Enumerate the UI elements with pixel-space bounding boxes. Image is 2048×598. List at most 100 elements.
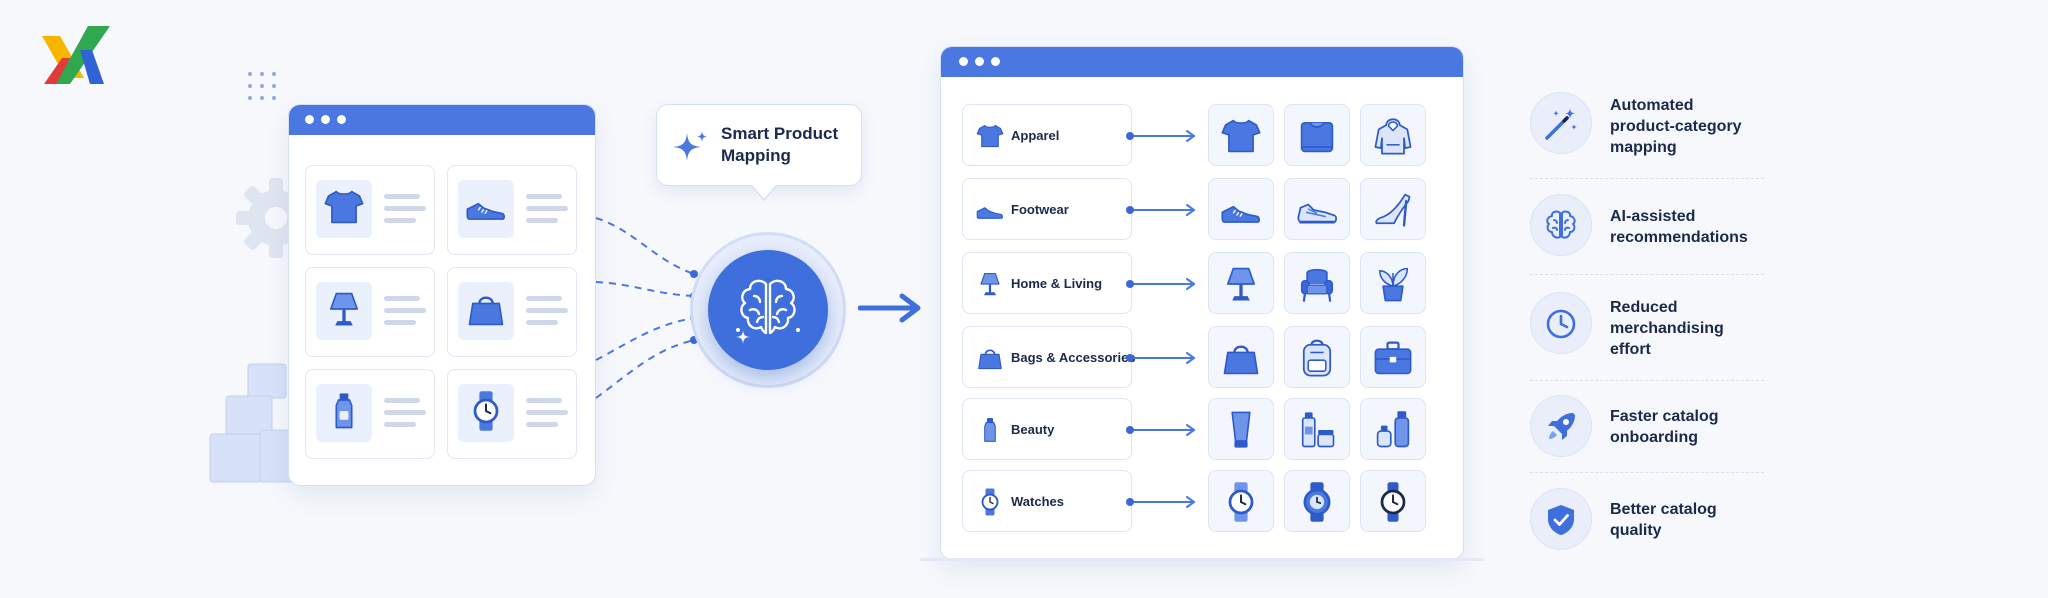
window-shadow-line [920, 558, 1484, 561]
ai-hub [708, 250, 828, 370]
product-thumb[interactable] [1360, 326, 1426, 388]
tshirt-icon [324, 190, 364, 224]
divider [1530, 274, 1764, 275]
product-card[interactable] [305, 165, 435, 255]
brain-icon [736, 279, 800, 335]
product-thumb[interactable] [1208, 252, 1274, 314]
product-thumb[interactable] [1284, 326, 1350, 388]
product-thumb[interactable] [1360, 104, 1426, 166]
category-label: Watches [1011, 494, 1064, 509]
category-card-footwear[interactable]: Footwear [962, 178, 1132, 240]
window-dot [305, 115, 314, 124]
lamp-icon [1226, 267, 1256, 301]
folded-shirt-icon [1300, 121, 1334, 153]
sparkle-icon [673, 131, 707, 161]
tshirt-icon [1221, 119, 1261, 153]
benefit-text: AI-assisted recommendations [1610, 206, 1748, 248]
benefit-line: Reduced [1610, 299, 1678, 316]
product-thumbnail [458, 282, 514, 340]
window-title-bar [941, 47, 1463, 77]
product-catalog-window [288, 104, 596, 486]
benefit-text: Better catalog quality [1610, 499, 1717, 541]
category-label: Beauty [1011, 422, 1055, 437]
product-thumb[interactable] [1208, 104, 1274, 166]
handbag-icon [978, 349, 1002, 370]
product-thumb[interactable] [1284, 252, 1350, 314]
product-card[interactable] [305, 267, 435, 357]
divider [1530, 380, 1764, 381]
brand-logo [42, 26, 110, 84]
cream-tube-icon [1231, 411, 1251, 448]
category-label: Footwear [1011, 202, 1069, 217]
benefit-line: recommendations [1610, 229, 1748, 246]
category-card-beauty[interactable]: Beauty [962, 398, 1132, 460]
product-thumbnail [316, 180, 372, 238]
rocket-icon [1548, 413, 1575, 440]
divider [1530, 472, 1764, 473]
lamp-icon [329, 292, 359, 326]
hoodie-icon [1374, 118, 1412, 155]
product-card[interactable] [447, 165, 577, 255]
category-card-bags-accessories[interactable]: Bags & Accessories [962, 326, 1136, 388]
hub-sparkle-icon [736, 330, 750, 344]
window-title-bar [289, 105, 595, 135]
benefit-line: merchandising [1610, 320, 1724, 337]
tshirt-icon [976, 124, 1004, 148]
window-dot [959, 57, 968, 66]
wristwatch-icon [1380, 482, 1406, 522]
cosmetic-bottle-icon [984, 418, 996, 442]
product-thumb[interactable] [1284, 104, 1350, 166]
callout-pointer [751, 184, 777, 202]
sneaker-icon [976, 207, 1003, 219]
category-card-home-living[interactable]: Home & Living [962, 252, 1132, 314]
product-thumb[interactable] [1360, 470, 1426, 532]
running-shoe-icon [1297, 203, 1337, 224]
watch-icon [981, 488, 999, 516]
briefcase-icon [1374, 341, 1412, 375]
category-card-apparel[interactable]: Apparel [962, 104, 1132, 166]
benefit-icon-circle [1530, 194, 1592, 256]
product-thumb[interactable] [1360, 398, 1426, 460]
benefit-text: Automated product-category mapping [1610, 95, 1742, 158]
category-card-watches[interactable]: Watches [962, 470, 1132, 532]
product-thumb[interactable] [1284, 178, 1350, 240]
hub-title: Smart Product Mapping [721, 123, 838, 167]
divider [1530, 178, 1764, 179]
product-thumb[interactable] [1360, 178, 1426, 240]
benefit-line: product-category [1610, 118, 1742, 135]
product-card[interactable] [447, 369, 577, 459]
product-thumb[interactable] [1208, 398, 1274, 460]
product-thumb[interactable] [1284, 470, 1350, 532]
benefit-line: onboarding [1610, 429, 1698, 446]
right-arrow-icon [858, 293, 921, 323]
hub-callout: Smart Product Mapping [656, 104, 862, 186]
handbag-icon [1223, 345, 1259, 375]
product-thumb[interactable] [1208, 326, 1274, 388]
clock-icon [1546, 309, 1576, 339]
product-thumb[interactable] [1284, 398, 1350, 460]
skincare-set-icon [1301, 412, 1335, 448]
potted-plant-icon [1379, 267, 1409, 302]
watch-icon [1228, 482, 1254, 522]
cosmetic-bottle-icon [335, 393, 353, 429]
benefit-line: Better catalog [1610, 501, 1717, 518]
window-dot [991, 57, 1000, 66]
product-thumb[interactable] [1208, 178, 1274, 240]
backpack-icon [1302, 339, 1332, 377]
product-card[interactable] [305, 369, 435, 459]
product-thumbnail [316, 282, 372, 340]
sneaker-icon [1221, 205, 1260, 223]
benefit-line: Automated [1610, 97, 1694, 114]
product-thumb[interactable] [1360, 252, 1426, 314]
benefit-line: Faster catalog [1610, 408, 1719, 425]
benefit-text: Faster catalog onboarding [1610, 406, 1718, 448]
lamp-icon [980, 272, 1000, 296]
input-connectors [595, 217, 698, 399]
high-heel-icon [1375, 193, 1411, 227]
product-thumbnail [458, 384, 514, 442]
benefit-line: quality [1610, 522, 1662, 539]
product-card[interactable] [447, 267, 577, 357]
benefit-icon-circle [1530, 292, 1592, 354]
window-dot [975, 57, 984, 66]
product-thumb[interactable] [1208, 470, 1274, 532]
